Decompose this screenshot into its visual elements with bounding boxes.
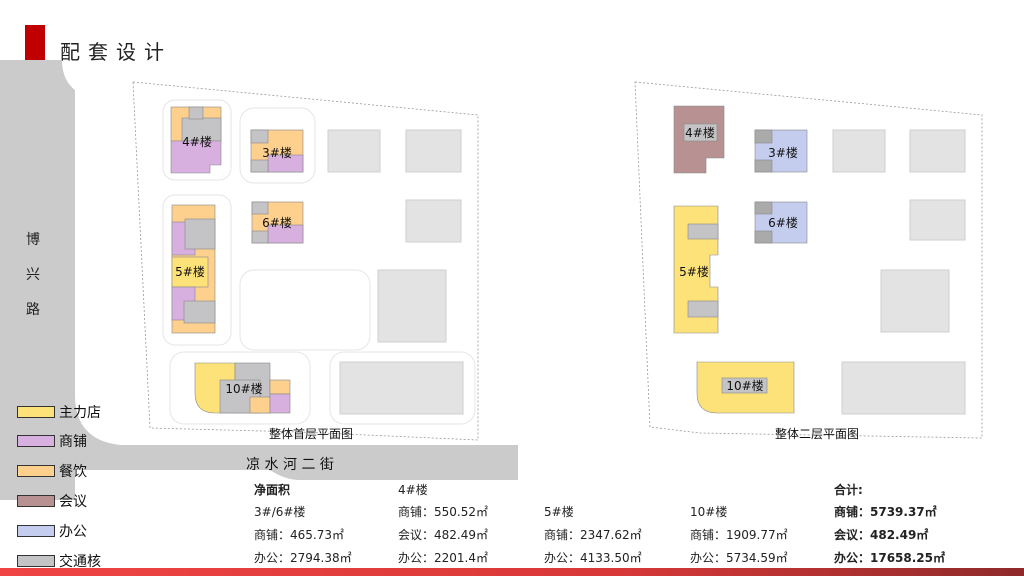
table-heading: 净面积	[254, 483, 291, 497]
legend-label: 主力店	[59, 405, 101, 421]
site-boundary-ground	[132, 81, 479, 441]
ground-floor-caption: 整体首层平面图	[269, 426, 353, 441]
table-cell: 会议：482.49㎡	[398, 528, 488, 542]
label-building-6-second: 6#楼	[768, 215, 798, 230]
road-west-char: 博	[26, 232, 40, 248]
label-building-10-second: 10#楼	[726, 378, 763, 393]
label-building-4-second: 4#楼	[685, 125, 715, 140]
label-building-4-ground: 4#楼	[182, 134, 212, 149]
legend-swatch	[17, 495, 55, 507]
legend-swatch	[17, 435, 55, 447]
label-building-3-second: 3#楼	[768, 145, 798, 160]
label-building-5-second: 5#楼	[679, 264, 709, 279]
label-building-5-ground: 5#楼	[175, 264, 205, 279]
label-building-6-ground: 6#楼	[262, 215, 292, 230]
total-cell: 商铺：5739.37㎡	[834, 505, 937, 519]
table-cell: 办公：2794.38㎡	[254, 551, 352, 565]
table-cell: 办公：5734.59㎡	[690, 551, 788, 565]
site-boundary-second	[634, 81, 983, 439]
legend-label: 会议	[59, 494, 87, 510]
legend-item: 商铺	[17, 433, 87, 450]
road-west	[0, 60, 518, 500]
legend-label: 交通核	[59, 554, 101, 570]
column-name: 10#楼	[690, 505, 728, 519]
table-cell: 商铺：2347.62㎡	[544, 528, 642, 542]
column-name: 5#楼	[544, 505, 574, 519]
label-building-10-ground: 10#楼	[225, 381, 262, 396]
legend-item: 主力店	[17, 404, 101, 421]
legend-item: 会议	[17, 493, 87, 510]
second-floor-caption: 整体二层平面图	[775, 426, 859, 441]
legend-swatch	[17, 555, 55, 567]
footer-bar	[0, 568, 1024, 576]
road-south-label: 凉 水 河 二 街	[246, 457, 334, 473]
total-heading: 合计:	[834, 483, 863, 497]
road-west-char: 路	[26, 302, 40, 318]
road-west-char: 兴	[26, 267, 40, 283]
legend-item: 交通核	[17, 553, 101, 570]
table-cell: 商铺：550.52㎡	[398, 505, 488, 519]
legend-label: 办公	[59, 524, 87, 540]
legend-swatch	[17, 406, 55, 418]
table-cell: 商铺：465.73㎡	[254, 528, 344, 542]
legend-swatch	[17, 525, 55, 537]
legend-swatch	[17, 465, 55, 477]
label-building-3-ground: 3#楼	[262, 145, 292, 160]
legend-label: 餐饮	[59, 464, 87, 480]
legend-item: 办公	[17, 523, 87, 540]
legend-label: 商铺	[59, 434, 87, 450]
column-name: 4#楼	[398, 483, 428, 497]
column-name: 3#/6#楼	[254, 505, 306, 519]
legend-item: 餐饮	[17, 463, 87, 480]
table-cell: 办公：2201.4㎡	[398, 551, 488, 565]
page-title: 配套设计	[60, 40, 172, 64]
total-cell: 会议：482.49㎡	[834, 528, 929, 542]
total-cell: 办公：17658.25㎡	[834, 551, 946, 565]
table-cell: 商铺：1909.77㎡	[690, 528, 788, 542]
table-cell: 办公：4133.50㎡	[544, 551, 642, 565]
